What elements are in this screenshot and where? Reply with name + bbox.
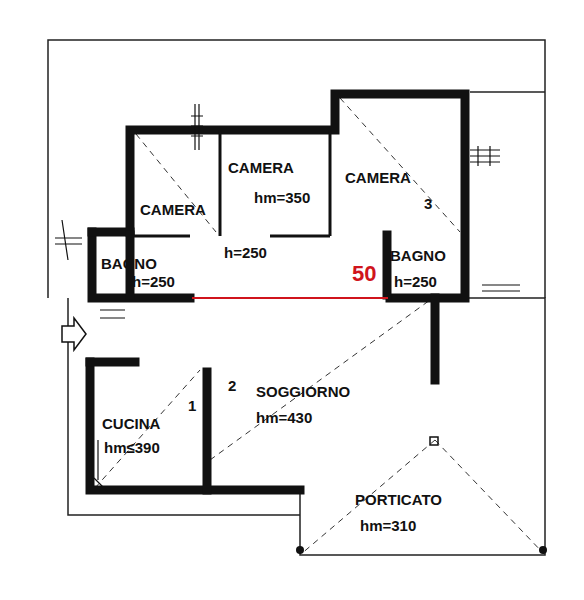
room-name: BAGNO [101, 256, 157, 273]
room-height: hm≤390 [104, 440, 160, 457]
room-area: PORTICATO hm=310 [300, 460, 544, 552]
room-name: PORTICATO [355, 492, 442, 509]
roof-outline [48, 40, 545, 555]
room-area: CAMERA 3 [338, 98, 462, 232]
walls [90, 94, 465, 490]
room-height: 3 [424, 196, 432, 213]
room-name: CAMERA [345, 170, 411, 187]
room-height: h=250 [132, 274, 175, 291]
room-area: CAMERA hm=350 [224, 134, 328, 232]
room-height: SOGGIORNO [256, 384, 350, 401]
room-height: h=250 [394, 274, 437, 291]
watermark: 50 [352, 262, 376, 286]
room-name: 2 [228, 378, 236, 395]
room-height: CAMERA [140, 202, 206, 219]
pillars [296, 437, 547, 554]
room-height: h=250 [224, 245, 267, 262]
room-area: BAGNOh=250 [96, 240, 128, 294]
room-area: CUCINA hm≤390 1 [94, 366, 204, 486]
room-area: BAGNO h=250 [390, 240, 462, 294]
windows [55, 104, 520, 492]
room-height: hm=310 [360, 518, 416, 535]
room-area: 2 SOGGIORNO hm=430 [210, 302, 432, 488]
room-area: h=250 [134, 240, 384, 294]
watermark-bar [192, 297, 388, 299]
room-height: hm=430 [256, 410, 312, 427]
entrance-arrow [62, 318, 86, 350]
room-name: CAMERA [228, 160, 294, 177]
room-height: 1 [188, 398, 196, 415]
room-area: CAMERA [134, 134, 218, 232]
room-name: BAGNO [390, 248, 446, 265]
room-height: hm=350 [254, 190, 310, 207]
room-name: CUCINA [102, 416, 160, 433]
